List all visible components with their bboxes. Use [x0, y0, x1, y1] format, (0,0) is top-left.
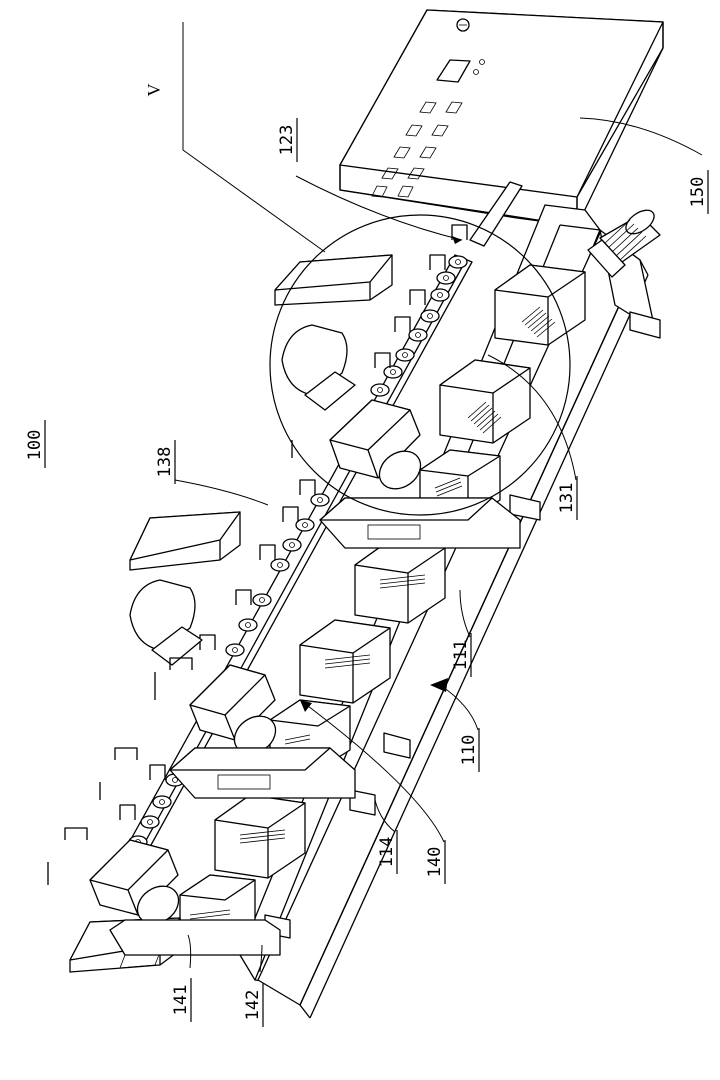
label-guide-138: 138: [155, 447, 175, 478]
label-131-group: 131: [557, 476, 577, 520]
label-114-group: 114: [377, 830, 397, 874]
label-control-box-150: 150: [688, 177, 708, 208]
label-feed-line-123: 123: [277, 125, 297, 156]
label-100-group: 100: [25, 420, 45, 468]
label-142-group: 142: [243, 983, 263, 1027]
label-assembly-100: 100: [25, 430, 45, 461]
label-rail-111: 111: [451, 640, 471, 671]
label-bracket-114: 114: [377, 837, 397, 868]
label-cutting-unit-140: 140: [425, 847, 445, 878]
label-cutter-head-141: 141: [171, 985, 191, 1016]
label-123-group: 123: [277, 118, 297, 162]
label-wheel-set-131: 131: [557, 483, 577, 514]
label-end-stand-142: 142: [243, 990, 263, 1021]
label-138-group: 138: [155, 440, 175, 484]
label-110-group: 110: [459, 728, 479, 772]
view-v-marker: [183, 22, 325, 252]
label-frame-110: 110: [459, 735, 479, 766]
label-141-group: 141: [171, 978, 191, 1022]
main-frame: [240, 205, 660, 1018]
label-150-group: 150: [688, 170, 708, 214]
label-140-group: 140: [425, 840, 445, 884]
label-view-v: V: [144, 84, 164, 97]
